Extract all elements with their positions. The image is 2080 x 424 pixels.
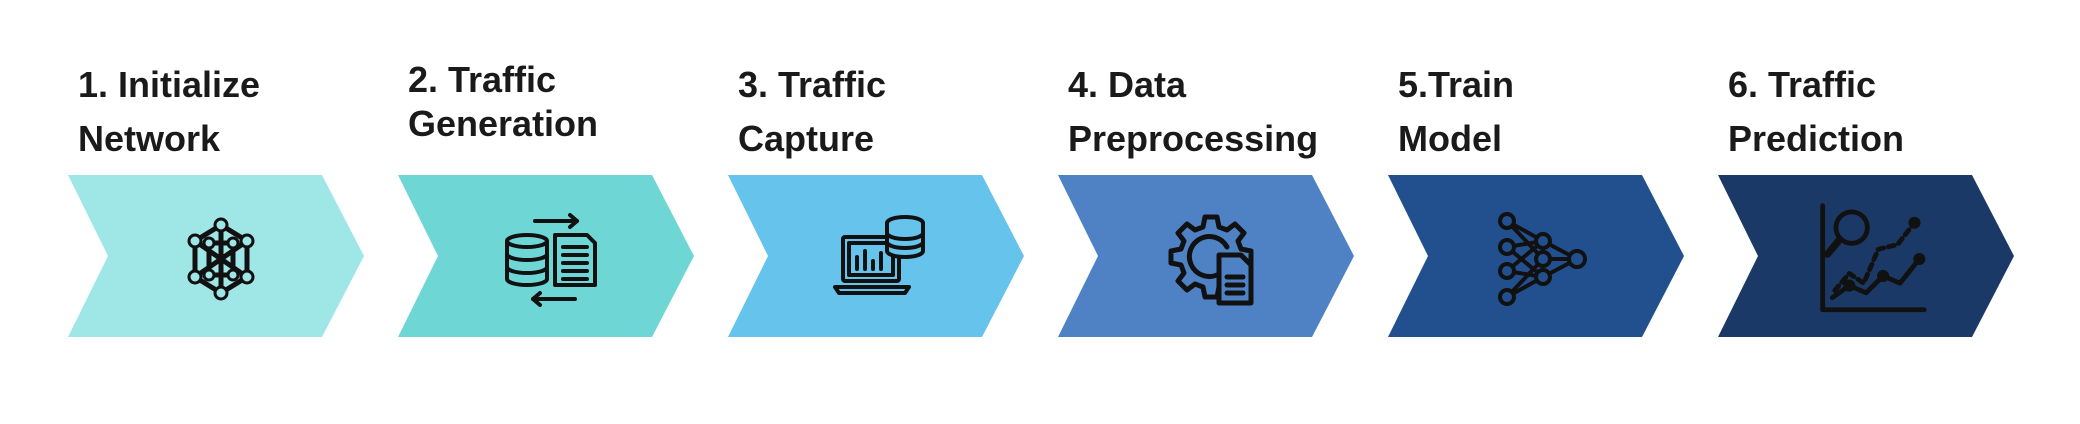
step-1: 1. Initialize Network bbox=[68, 0, 368, 424]
step-2: 2. Traffic Generation bbox=[398, 0, 698, 424]
neural-network-icon bbox=[1498, 212, 1587, 306]
step-title: 3. Traffic Capture bbox=[738, 64, 887, 159]
step-5: 5.Train Model bbox=[1388, 0, 1688, 424]
laptop-database-icon bbox=[833, 215, 925, 295]
network-mesh-icon bbox=[187, 217, 255, 301]
step-chevron bbox=[68, 175, 368, 337]
step-4: 4. Data Preprocessing bbox=[1058, 0, 1358, 424]
analytics-chart-icon bbox=[1820, 203, 1927, 313]
step-chevron bbox=[1388, 175, 1688, 337]
chevron-shape bbox=[1718, 175, 2014, 337]
gear-document-icon bbox=[1168, 214, 1254, 306]
step-title: 2. Traffic Generation bbox=[408, 59, 599, 144]
database-transfer-icon bbox=[505, 213, 597, 307]
step-6: 6. Traffic Prediction bbox=[1718, 0, 2018, 424]
chevron-shape bbox=[1058, 175, 1354, 337]
step-title: 1. Initialize Network bbox=[78, 64, 261, 159]
step-title: 4. Data Preprocessing bbox=[1068, 64, 1319, 159]
chevron-shape bbox=[728, 175, 1024, 337]
step-chevron bbox=[1718, 175, 2018, 337]
step-title: 5.Train Model bbox=[1398, 64, 1515, 159]
step-chevron bbox=[728, 175, 1028, 337]
step-title: 6. Traffic Prediction bbox=[1728, 64, 1905, 159]
step-3: 3. Traffic Capture bbox=[728, 0, 1028, 424]
step-chevron bbox=[398, 175, 698, 337]
step-chevron bbox=[1058, 175, 1358, 337]
